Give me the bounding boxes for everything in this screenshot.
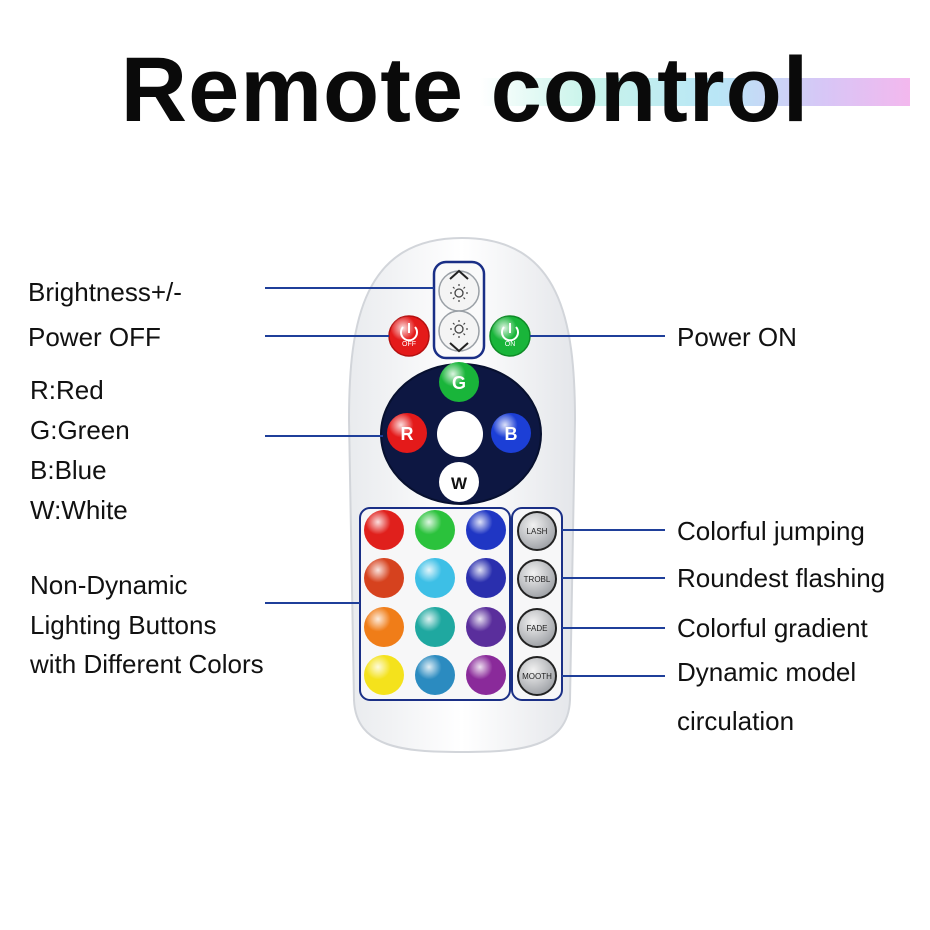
power-on-label: Power ON	[677, 322, 797, 352]
blue-button: B	[491, 413, 531, 453]
brightness-up-button	[438, 269, 480, 312]
color-button-r2-c1[interactable]	[364, 558, 404, 598]
color-button-r4-c1[interactable]	[364, 655, 404, 695]
flash-label: Colorful jumping	[677, 516, 865, 546]
smooth-button: MOOTH	[517, 656, 557, 696]
flash-text: LASH	[527, 527, 548, 536]
power-on-button: ON	[489, 315, 531, 357]
non-dynamic-label-line2: Lighting Buttons	[30, 610, 217, 640]
w-text: W	[451, 474, 468, 493]
on-text: ON	[505, 341, 516, 348]
blue-label: B:Blue	[30, 455, 107, 485]
sun-icon	[454, 288, 464, 298]
white-center-button	[437, 411, 483, 457]
fade-text: FADE	[527, 624, 548, 633]
strobe-text: TROBL	[524, 575, 551, 584]
green-button: G	[439, 362, 479, 402]
power-icon	[501, 326, 519, 342]
non-dynamic-label-line1: Non-Dynamic	[30, 570, 188, 600]
color-button-r3-c3[interactable]	[466, 607, 506, 647]
fade-label: Colorful gradient	[677, 613, 868, 643]
strobe-label: Roundest flashing	[677, 563, 886, 593]
arrow-down-icon	[449, 342, 469, 353]
red-button: R	[387, 413, 427, 453]
color-button-r4-c2[interactable]	[415, 655, 455, 695]
arrow-up-icon	[449, 269, 469, 280]
color-button-r1-c3[interactable]	[466, 510, 506, 550]
off-text: OFF	[402, 341, 416, 348]
power-off-button: OFF	[388, 315, 430, 357]
title-gradient-bar	[480, 78, 910, 106]
smooth-label-line2: circulation	[677, 706, 795, 736]
color-button-r3-c1[interactable]	[364, 607, 404, 647]
color-button-r3-c2[interactable]	[415, 607, 455, 647]
color-button-r2-c3[interactable]	[466, 558, 506, 598]
smooth-text: MOOTH	[522, 672, 552, 681]
power-icon	[400, 326, 418, 342]
color-button-r2-c2[interactable]	[415, 558, 455, 598]
white-label: W:White	[30, 495, 128, 525]
color-button-r4-c3[interactable]	[466, 655, 506, 695]
fade-button: FADE	[517, 608, 557, 648]
mode-buttons-frame	[511, 507, 563, 701]
callout-lines	[265, 287, 665, 677]
smooth-label-line1: Dynamic model	[677, 657, 857, 687]
b-text: B	[505, 424, 518, 444]
green-label: G:Green	[30, 415, 130, 445]
brightness-label: Brightness+/-	[28, 277, 182, 307]
brightness-down-button	[438, 310, 480, 353]
g-text: G	[452, 373, 466, 393]
non-dynamic-label-line3: with Different Colors	[30, 649, 264, 679]
page-title: Remote control	[120, 39, 810, 141]
white-button: W	[439, 462, 479, 502]
power-off-label: Power OFF	[28, 322, 161, 352]
color-button-r1-c2[interactable]	[415, 510, 455, 550]
flash-button: LASH	[517, 511, 557, 551]
red-label: R:Red	[30, 375, 104, 405]
color-button-r1-c1[interactable]	[364, 510, 404, 550]
sun-icon	[454, 324, 464, 334]
strobe-button: TROBL	[517, 559, 557, 599]
color-grid	[364, 510, 506, 695]
r-text: R	[401, 424, 414, 444]
